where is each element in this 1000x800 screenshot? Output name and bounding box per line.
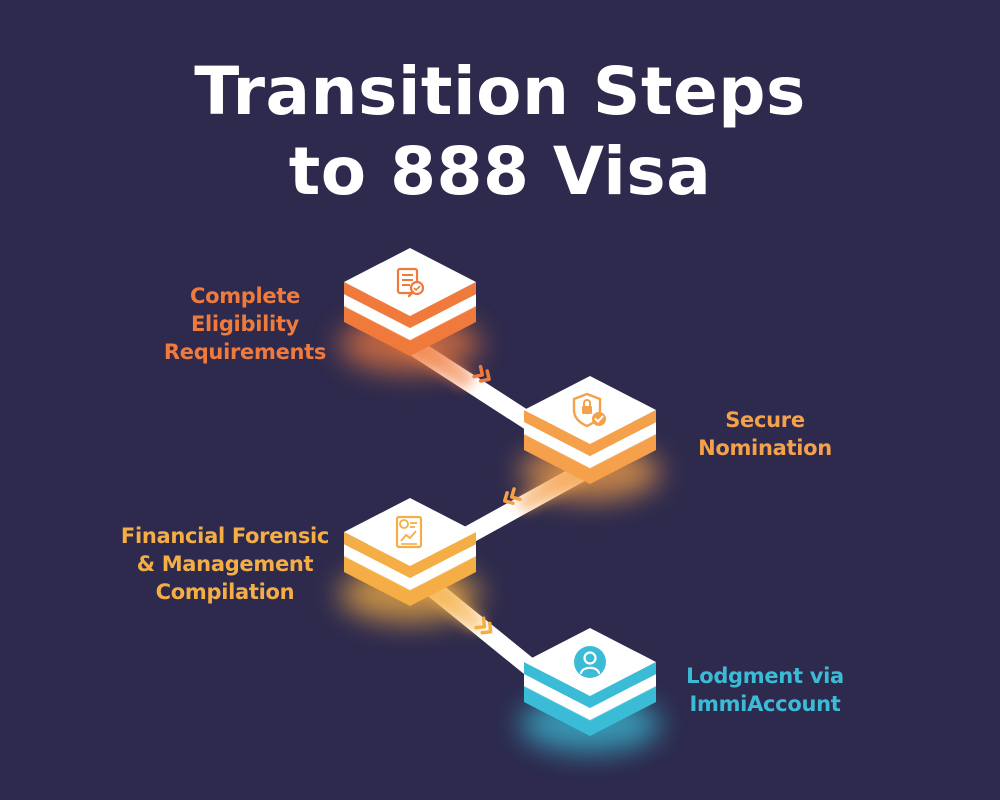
step-1-tile xyxy=(340,248,480,372)
shield-check-icon xyxy=(572,392,606,428)
step-4-top-slab-side xyxy=(524,662,656,708)
step-3-label: Financial Forensic & Management Compilat… xyxy=(100,522,350,606)
step-2-top-slab-side xyxy=(524,410,656,456)
financial-report-icon xyxy=(395,515,423,549)
step-3-top-face xyxy=(344,498,476,566)
step-3-tile xyxy=(340,498,480,622)
step-2-mid-slab xyxy=(524,422,656,468)
step-3-top-slab-side xyxy=(344,532,476,578)
step-1-label-line: Eligibility xyxy=(190,312,300,336)
step-1-bottom-slab-side xyxy=(344,306,476,356)
document-search-icon xyxy=(396,267,425,298)
step-1-label-line: Complete xyxy=(189,284,301,308)
title-line-1: Transition Steps xyxy=(194,53,806,130)
step-4-bottom-slab-side xyxy=(524,686,656,736)
step-1-label: Complete Eligibility Requirements xyxy=(150,282,340,366)
step-3-bottom-slab-side xyxy=(344,556,476,606)
user-account-icon xyxy=(574,646,606,678)
step-1-mid-slab xyxy=(344,294,476,340)
step-1-top-slab-side xyxy=(344,282,476,328)
title-line-2: to 888 Visa xyxy=(288,133,712,210)
step-2-bottom-slab-side xyxy=(524,434,656,484)
step-4-label-line: Lodgment via xyxy=(686,664,844,688)
chevron-double-icon xyxy=(503,487,522,505)
step-2-label-line: Secure xyxy=(725,408,805,432)
step-1-top-face xyxy=(344,248,476,316)
step-4-label: Lodgment via ImmiAccount xyxy=(670,662,860,718)
chevron-double-icon xyxy=(474,616,493,635)
step-4-mid-slab xyxy=(524,674,656,720)
page-title: Transition Steps to 888 Visa xyxy=(0,52,1000,212)
step-1-label-line: Requirements xyxy=(163,340,327,364)
step-4-label-line: ImmiAccount xyxy=(689,692,841,716)
step-2-tile xyxy=(520,376,660,500)
chevron-double-icon xyxy=(472,364,491,383)
step-3-label-line: Financial Forensic xyxy=(120,524,330,548)
step-2-label: Secure Nomination xyxy=(680,406,850,462)
tiles-layer xyxy=(340,248,660,752)
step-3-label-line: & Management xyxy=(136,552,314,576)
step-2-label-line: Nomination xyxy=(698,436,832,460)
step-3-mid-slab xyxy=(344,544,476,590)
step-3-label-line: Compilation xyxy=(155,580,295,604)
step-4-tile xyxy=(520,628,660,752)
